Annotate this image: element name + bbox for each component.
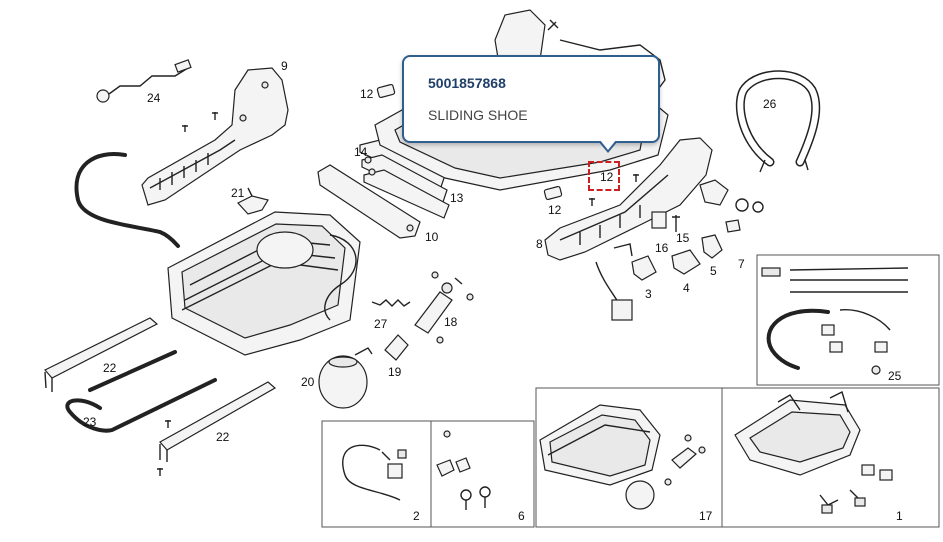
callout-12-a: 12	[360, 87, 374, 101]
callout-4: 4	[683, 281, 690, 295]
callout-5: 5	[710, 264, 717, 278]
callout-15: 15	[676, 231, 690, 245]
callout-7: 7	[738, 257, 745, 271]
tooltip-part-code[interactable]: 5001857868	[428, 75, 506, 91]
callout-27: 27	[374, 317, 388, 331]
part-26-hose-loop[interactable]	[735, 70, 821, 173]
callout-18: 18	[444, 315, 458, 329]
part-2-harness[interactable]	[342, 444, 407, 501]
callout-22-a: 22	[103, 361, 117, 375]
seat-base-assembly[interactable]	[167, 211, 361, 356]
hotspot-part-12-selected[interactable]	[588, 161, 620, 191]
callout-25: 25	[888, 369, 902, 383]
callout-22-b: 22	[216, 430, 230, 444]
part-1-frame-assembly[interactable]	[734, 391, 893, 514]
tooltip-part-description: SLIDING SHOE	[428, 107, 528, 123]
callout-16: 16	[655, 241, 669, 255]
screw-icon	[589, 198, 595, 206]
hotspot-label: 12	[600, 170, 614, 184]
part-13-slats[interactable]	[359, 139, 450, 219]
part-20-air-spring[interactable]	[318, 347, 373, 409]
callout-9: 9	[281, 59, 288, 73]
callout-2: 2	[413, 509, 420, 523]
part-17-base-assembly[interactable]	[539, 404, 706, 510]
part-21-bracket[interactable]	[237, 187, 269, 215]
part-27-spring[interactable]	[371, 299, 411, 307]
part-7-spring[interactable]	[699, 179, 764, 233]
screw-icon	[157, 468, 163, 476]
screw-icon	[633, 174, 639, 182]
callout-6: 6	[518, 509, 525, 523]
part-24-cable[interactable]	[96, 59, 192, 103]
callout-1-inset: 1	[896, 509, 903, 523]
screw-icon	[212, 112, 218, 120]
screw-icon	[182, 125, 188, 132]
part-4-clip[interactable]	[671, 249, 701, 275]
tooltip-pointer-inner	[600, 140, 616, 150]
part-9-side-panel[interactable]	[141, 67, 289, 206]
part-15-pin[interactable]	[672, 215, 680, 232]
inset-6-frame	[430, 420, 535, 528]
callout-23: 23	[83, 415, 97, 429]
part-6-spring-set[interactable]	[436, 430, 491, 510]
part-12-pad-a[interactable]	[376, 83, 396, 99]
part-8-side-panel[interactable]	[544, 137, 713, 261]
callout-20: 20	[301, 375, 315, 389]
part-switch-wire[interactable]	[595, 261, 633, 321]
part-22-rail-upper[interactable]	[44, 317, 159, 392]
callout-24: 24	[147, 91, 161, 105]
inset-25-frame	[756, 254, 940, 386]
part-25-hose-kit[interactable]	[761, 267, 909, 375]
part-tooltip: 5001857868 SLIDING SHOE	[402, 55, 660, 143]
part-5-clip[interactable]	[701, 234, 723, 259]
callout-26: 26	[763, 97, 777, 111]
part-23-belt[interactable]	[65, 350, 217, 433]
cable-left[interactable]	[74, 152, 180, 248]
callout-8: 8	[536, 237, 543, 251]
part-16-block[interactable]	[651, 211, 667, 229]
callout-14: 14	[354, 145, 368, 159]
callout-12-b: 12	[548, 203, 562, 217]
part-14-screws[interactable]	[364, 156, 376, 176]
callout-13: 13	[450, 191, 464, 205]
callout-10: 10	[425, 230, 439, 244]
callout-17: 17	[699, 509, 713, 523]
callout-21: 21	[231, 186, 245, 200]
part-19-bracket[interactable]	[384, 334, 409, 361]
part-3-clip[interactable]	[613, 243, 657, 281]
part-12-pad-b[interactable]	[543, 185, 563, 201]
part-10-plate[interactable]	[317, 164, 421, 239]
callout-19: 19	[388, 365, 402, 379]
inset-1-frame	[721, 387, 940, 528]
part-18-damper[interactable]	[414, 271, 474, 344]
part-22-rail-lower[interactable]	[159, 381, 277, 462]
callout-3: 3	[645, 287, 652, 301]
screw-icon	[165, 420, 171, 428]
